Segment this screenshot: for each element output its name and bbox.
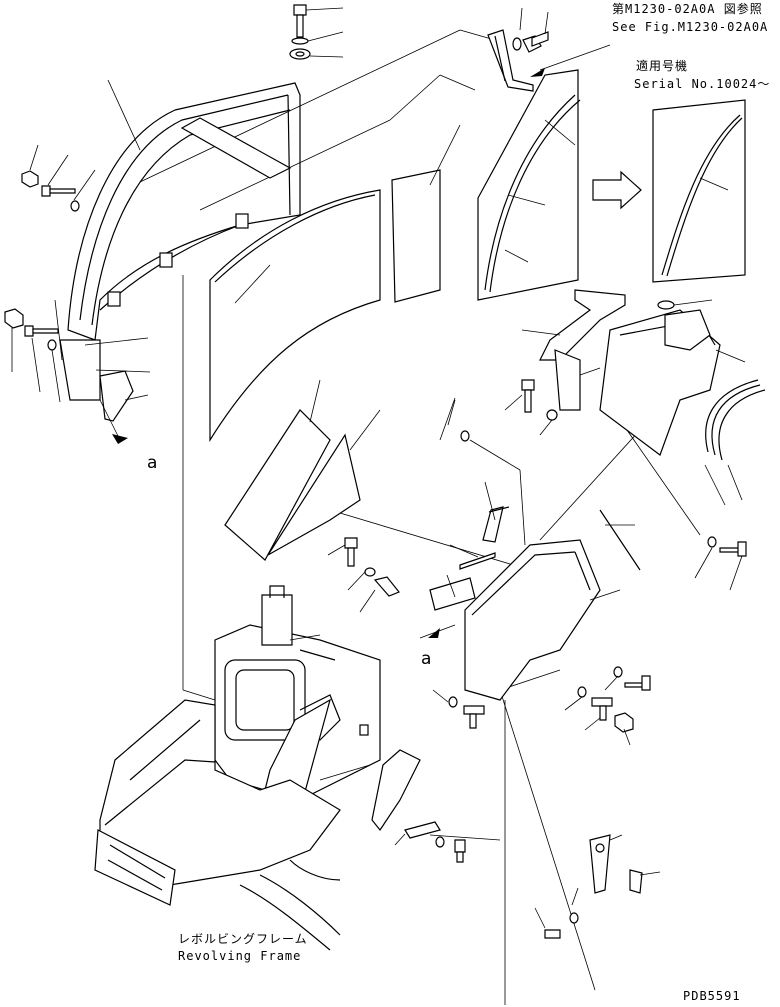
- serial-jp: 適用号機: [636, 58, 688, 73]
- fig-ref-en: See Fig.M1230-02A0A: [612, 20, 768, 34]
- callout-a-left: a: [147, 453, 157, 473]
- frame-label-jp: レボルビングフレーム: [178, 932, 308, 946]
- side-cover: [419, 539, 621, 701]
- frame-label-en: Revolving Frame: [178, 949, 301, 963]
- glass-seal-box: [477, 69, 746, 301]
- callout-a-center: a: [421, 649, 431, 669]
- serial-en: Serial No.10024～: [634, 77, 770, 91]
- top-bracket: [487, 7, 611, 92]
- top-bolt-assembly: [289, 4, 344, 60]
- drawing-code: PDB5591: [683, 989, 741, 1003]
- right-bolts: [432, 536, 747, 746]
- fig-ref-jp: 第M1230-02A0A 図参照: [612, 1, 763, 16]
- revolving-frame: [94, 585, 661, 951]
- right-bracket-assembly: [521, 289, 766, 506]
- upper-cover-fender: [54, 79, 301, 401]
- left-bolts: [4, 144, 151, 444]
- insulation-panels: [209, 124, 461, 561]
- rods: [449, 481, 641, 571]
- sensor-bolts: [327, 537, 400, 613]
- center-bolts: [439, 379, 558, 442]
